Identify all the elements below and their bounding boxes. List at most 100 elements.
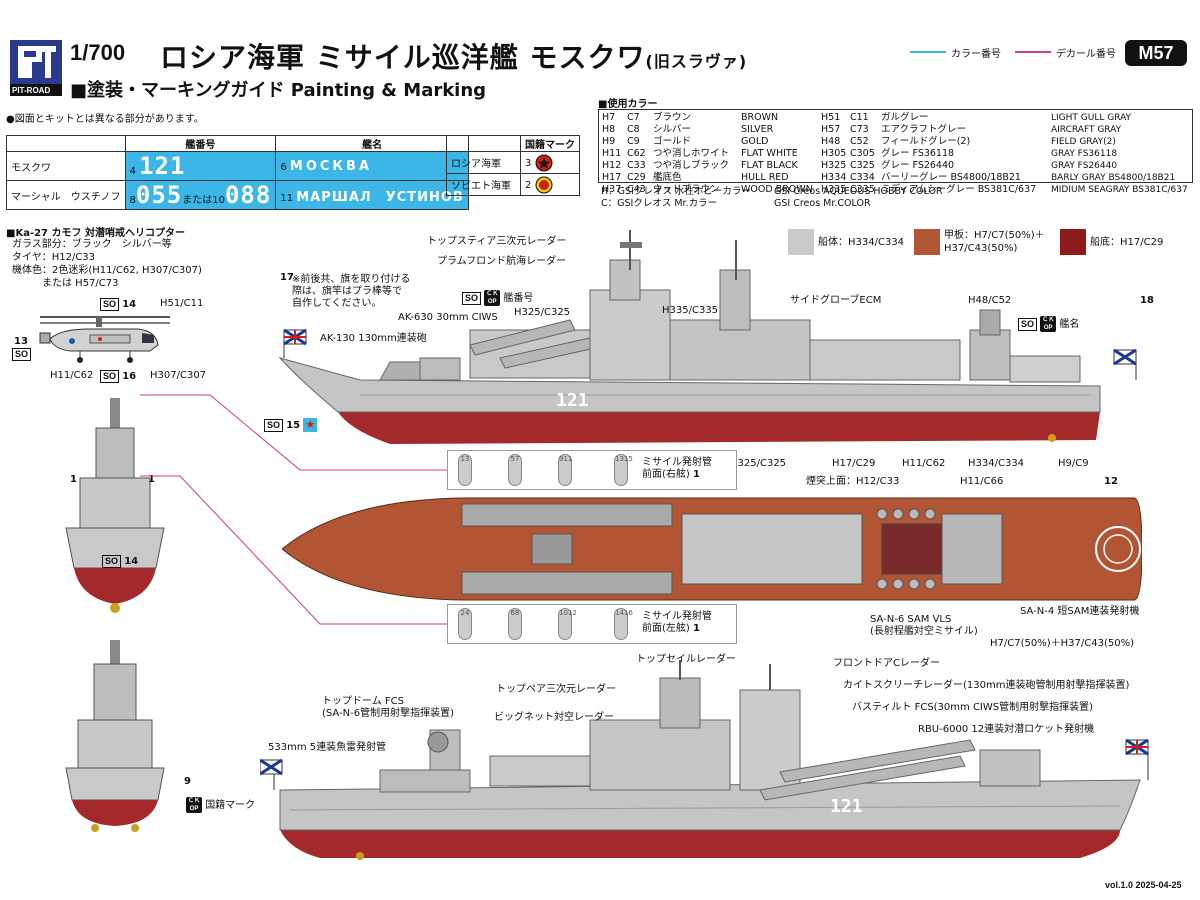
title-main: ロシア海軍 ミサイル巡洋艦 モスクワ [160, 41, 646, 74]
label-h325-top: H325/C325 [514, 307, 571, 318]
front-decal-1b: 1 [148, 474, 155, 485]
label-h11c66: H11/C66 [960, 476, 1004, 487]
ship-label: モスクワ [6, 151, 126, 181]
label-h11: H11/C62 [902, 458, 946, 469]
col-ship-name: 艦名 [275, 135, 469, 152]
pit-road-logo [10, 40, 62, 96]
heli-color-right: H307/C307 [150, 370, 207, 381]
star-icon: ★ [303, 418, 318, 432]
decal-legend-line [1015, 51, 1051, 53]
front-decal-1a: 1 [70, 474, 77, 485]
deck-color-swatch [914, 229, 940, 255]
kit-scale: 1/700 [70, 40, 126, 65]
bottom-color-swatch [1060, 229, 1086, 255]
decal-15-label: SO 15 ★ [264, 418, 318, 432]
decal-17: 17 [280, 272, 294, 283]
flag-note: ※前後共、旗を取り付ける際は、旗竿はプラ棒等で自作してください。 [292, 274, 411, 309]
launcher-left-label: ミサイル発射管 前面(左舷) 1 [642, 611, 712, 634]
flag-mark-table: 国籍マーク ロシア海軍 3 ソビエト海軍 2 [446, 135, 580, 196]
table-row: モスクワ 4 121 6 МОСКВА [6, 151, 469, 181]
decal-legend-label: デカール番号 [1056, 49, 1116, 60]
kit-code-badge: M57 [1125, 40, 1187, 66]
page-subtitle: ■塗装・マーキングガイド Painting & Marking [70, 80, 487, 101]
table-row: ロシア海軍 3 [446, 151, 580, 174]
heli-decal-14: SO 14 [100, 298, 136, 311]
heli-title: ■Ka-27 カモフ 対潜哨戒ヘリコプター [6, 228, 185, 239]
heli-color-left: H11/C62 [50, 370, 94, 381]
flag-mark-cell: 2 [520, 173, 580, 196]
paint-list-heading: ■使用カラー [598, 99, 658, 110]
deck-plan-view [282, 497, 1142, 601]
bottom-color-label: 船底：H17/C29 [1090, 237, 1164, 248]
label-deck-color: H7/C7(50%)＋H37/C43(50%) [990, 638, 1134, 649]
diff-note: ●図面とキットとは異なる部分があります。 [6, 114, 204, 125]
version-stamp: vol.1.0 2025-04-25 [1105, 880, 1182, 890]
hull-number-cell: 8055または10088 [124, 180, 277, 210]
ship-label: マーシャル ウスチノフ [6, 180, 126, 210]
label-sa-n-6: SA-N-6 SAM VLS(長射程艦対空ミサイル) [870, 614, 978, 637]
hull-number-marking: 121 [556, 390, 589, 411]
label-h48: H48/C52 [968, 295, 1012, 306]
label-h335: H335/C335 [662, 305, 719, 316]
label-h334: H334/C334 [968, 458, 1025, 469]
label-side-globe-ecm: サイドグローブECM [790, 295, 882, 306]
paint-col-jp-left: ブラウンシルバーゴールドつや消しホワイトつや消しブラック艦底色ウッドブラウン [653, 112, 730, 195]
deck-color-label: 甲板：H7/C7(50%)＋H37/C43(50%) [944, 230, 1045, 254]
hull-color-swatch [788, 229, 814, 255]
side-view-starboard: 121 [278, 230, 1137, 444]
label-bass-tilt-fcs: バスティルト FCS(30mm CIWS管制用射撃指揮装置) [852, 702, 1094, 713]
label-top-sail-radar: トップセイルレーダー [636, 654, 736, 665]
launcher-right-label: ミサイル発射管 前面(右舷) 1 [642, 457, 712, 480]
color-legend-line [910, 51, 946, 53]
decal-18: 18 [1140, 295, 1154, 306]
label-top-dome-fcs: トップドーム FCS(SA-N-6管制用射撃指揮装置) [322, 696, 455, 719]
table-row: ソビエト海軍 2 [446, 173, 580, 196]
color-legend-label: カラー番号 [951, 49, 1001, 60]
rear-view [65, 640, 165, 832]
hull-number-cell: 4 121 [124, 151, 277, 181]
label-big-net-radar: ビッグネット対空レーダー [494, 712, 614, 723]
label-top-pair-radar: トップペア三次元レーダー [496, 684, 616, 695]
label-palm-frond-radar: プラムフロンド航海レーダー [437, 256, 567, 267]
hull-color-label: 船体：H334/C334 [818, 237, 905, 248]
heli-so-13: SO [12, 348, 32, 361]
label-sa-n-4: SA-N-4 短SAM連装発射機 [1020, 606, 1140, 617]
page-title: ロシア海軍 ミサイル巡洋艦 モスクワ(旧スラヴァ) [160, 36, 747, 76]
rear-decal-9: 9 [184, 776, 191, 787]
front-view [65, 398, 165, 613]
label-h325-bottom: H325/C325 [730, 458, 787, 469]
decal-12: 12 [1104, 476, 1118, 487]
heli-color-top: H51/C11 [160, 298, 204, 309]
label-kite-screech-radar: カイトスクリーチレーダー(130mm連装砲管制用射撃指揮装置) [843, 680, 1130, 691]
label-torpedo: 533mm 5連装魚雷発射管 [268, 742, 387, 753]
label-h17: H17/C29 [832, 458, 876, 469]
ship-name-cell: 11 МАРШАЛ УСТИНОВ [275, 180, 469, 210]
ship-name-cell: 6 МОСКВА [275, 151, 469, 181]
table-row: マーシャル ウスチノフ 8055または10088 11 МАРШАЛ УСТИН… [6, 180, 469, 210]
heli-decal-16: SO 16 [100, 370, 136, 383]
title-suffix: (旧スラヴァ) [645, 52, 748, 71]
launcher-right-box: 13 57 911 1315 ミサイル発射管 前面(右舷) 1 [447, 450, 737, 490]
label-funnel-top: 煙突上面：H12/C33 [806, 476, 900, 487]
launcher-left-box: 24 68 1012 1416 ミサイル発射管 前面(左舷) 1 [447, 604, 737, 644]
label-rbu-6000: RBU-6000 12連装対潜ロケット発射機 [918, 724, 1095, 735]
hull-number-table: 艦番号 艦名 モスクワ 4 121 6 МОСКВА マーシャル ウスチノフ 8… [6, 135, 469, 210]
soviet-star-icon [535, 176, 553, 193]
brand-name: PIT-ROAD [12, 86, 51, 95]
hull-number-marking-port: 121 [830, 796, 863, 817]
